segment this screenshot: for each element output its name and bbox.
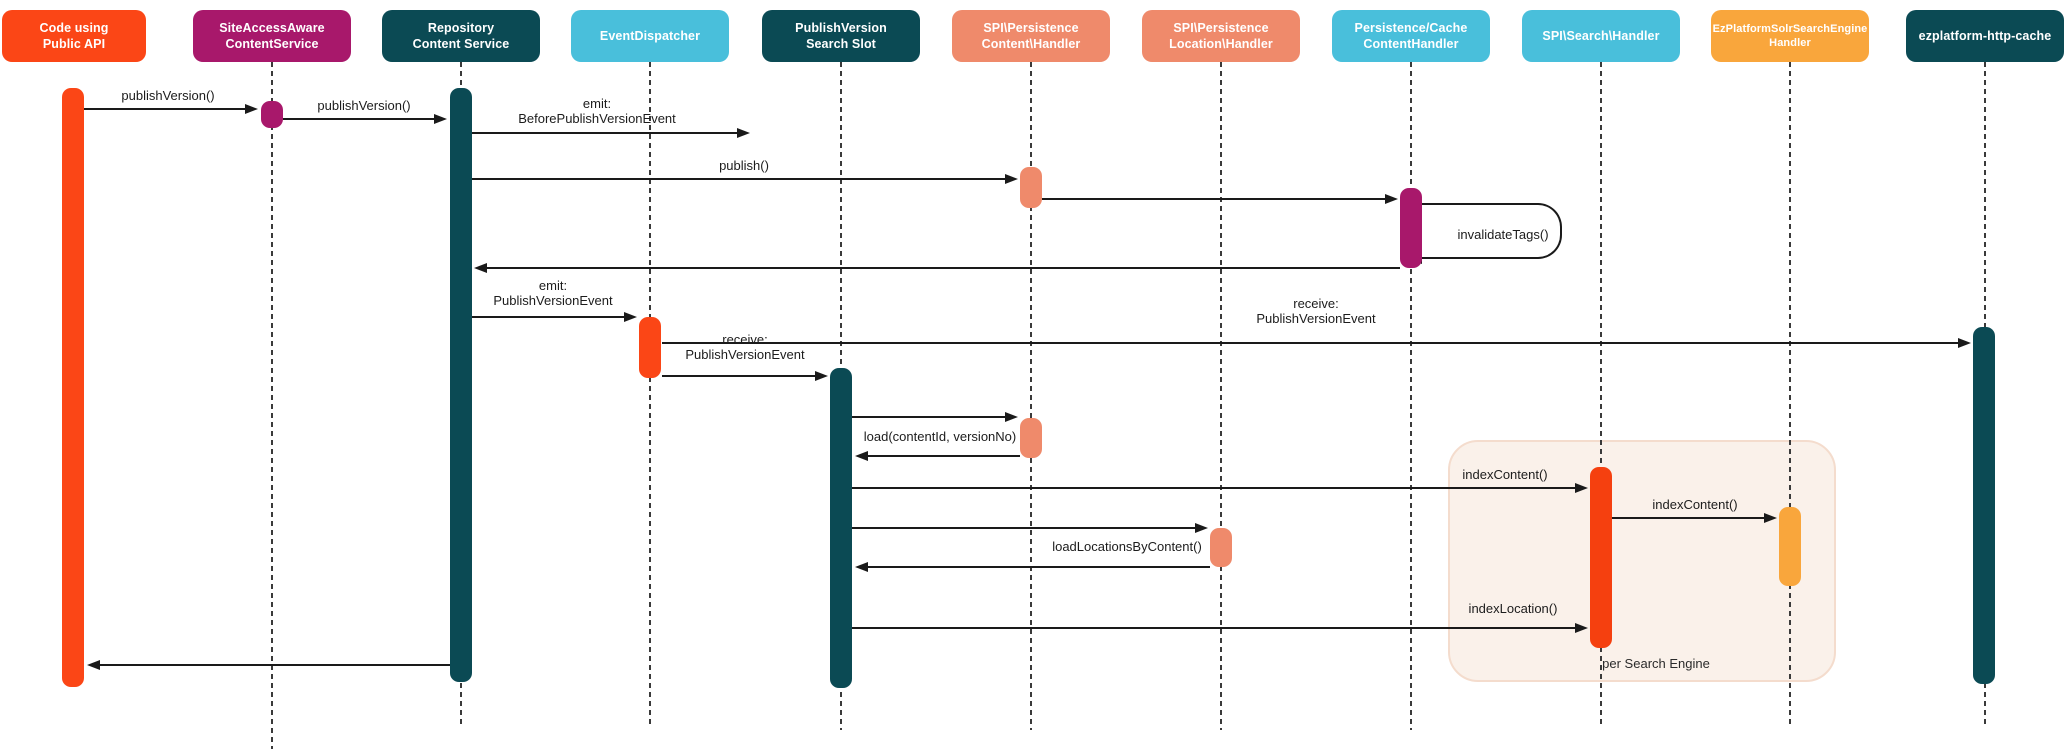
message-label-line: PublishVersionEvent: [685, 347, 805, 362]
frame-per-search-engine-label: per Search Engine: [1602, 656, 1710, 671]
arrow-index-content-1: [852, 483, 1588, 493]
arrow-emit-before-publish-version-event: [472, 128, 750, 138]
message-label-load-locations-by-content: loadLocationsByContent(): [1052, 539, 1202, 554]
activation-spi-content-handler-publish: [1020, 167, 1042, 208]
activation-ezplatform-solr-search-engine-handler: [1779, 507, 1801, 586]
arrow-load-locations-by-content: [852, 523, 1208, 533]
activation-event-dispatcher: [639, 317, 661, 378]
frame-per-search-engine: [1448, 440, 1836, 682]
participant-code-using-public-api: Code using Public API: [2, 10, 146, 62]
participant-label: ezplatform-http-cache: [1918, 28, 2052, 43]
participant-label: ContentService: [225, 37, 319, 51]
lifeline-spi-persistence-location-handler: [1220, 62, 1222, 730]
participant-label: SPI\Search\Handler: [1542, 28, 1660, 43]
message-label-publish: publish(): [719, 158, 769, 173]
message-label-invalidate-tags: invalidateTags(): [1457, 227, 1549, 242]
participant-label: Persistence/Cache: [1354, 20, 1468, 35]
participant-ezplatform-http-cache: ezplatform-http-cache: [1906, 10, 2064, 62]
activation-spi-content-handler-load: [1020, 418, 1042, 458]
message-label-index-location: indexLocation(): [1468, 601, 1558, 616]
participant-label: PublishVersion: [795, 20, 887, 35]
arrow-publish-version-2: [283, 114, 447, 124]
activation-repository-content-service: [450, 88, 472, 682]
participant-ezplatform-solr-search-engine-handler: EzPlatformSolrSearchEngine Handler: [1711, 10, 1869, 62]
participant-label: Code using: [39, 20, 109, 35]
participant-label: Public API: [42, 37, 106, 51]
participant-label: Location\Handler: [1169, 37, 1273, 51]
activation-publishversion-search-slot: [830, 368, 852, 688]
activation-persistence-cache-contenthandler: [1400, 188, 1422, 268]
message-label-emit-publish-version-event: emit: PublishVersionEvent: [493, 278, 612, 308]
arrow-publish: [472, 174, 1018, 184]
message-label-line: emit:: [538, 278, 568, 293]
lifeline-spi-persistence-content-handler: [1030, 62, 1032, 730]
participant-label: SPI\Persistence: [983, 20, 1079, 35]
arrow-index-location: [852, 623, 1588, 633]
activation-spi-search-handler: [1590, 467, 1612, 648]
participant-spi-persistence-location-handler: SPI\Persistence Location\Handler: [1142, 10, 1300, 62]
participant-repository-content-service: Repository Content Service: [382, 10, 540, 62]
arrow-load-locations-return: [855, 562, 1210, 572]
arrow-publish-version-1: [84, 104, 258, 114]
activation-siteaccessaware-contentservice: [261, 101, 283, 128]
message-label-publish-version-1: publishVersion(): [121, 88, 215, 103]
participant-persistence-cache-contenthandler: Persistence/Cache ContentHandler: [1332, 10, 1490, 62]
message-label-line: emit:: [582, 96, 612, 111]
participant-label: SPI\Persistence: [1173, 20, 1269, 35]
arrow-return-to-caller: [87, 660, 450, 670]
arrow-receive-publish-version-event-search-slot: [662, 371, 828, 381]
participant-label: Repository: [427, 20, 495, 35]
participant-label: EzPlatformSolrSearchEngine: [1712, 22, 1868, 35]
message-label-line: BeforePublishVersionEvent: [518, 111, 676, 126]
message-label-line: receive:: [1293, 296, 1339, 311]
participant-label: SiteAccessAware: [219, 20, 325, 35]
message-label-load-content: load(contentId, versionNo): [863, 429, 1017, 444]
message-label-line: PublishVersionEvent: [1256, 311, 1376, 326]
lifeline-siteaccessaware-contentservice: [271, 62, 273, 749]
activation-spi-location-handler: [1210, 528, 1232, 567]
participant-label: Content Service: [412, 37, 510, 51]
message-label-receive-publish-version-event-http-cache: receive: PublishVersionEvent: [1256, 296, 1375, 326]
participant-spi-persistence-content-handler: SPI\Persistence Content\Handler: [952, 10, 1110, 62]
arrow-index-content-2: [1612, 513, 1777, 523]
arrow-emit-publish-version-event: [472, 312, 637, 322]
lifeline-event-dispatcher: [649, 62, 651, 728]
message-label-index-content-1: indexContent(): [1462, 467, 1548, 482]
participant-label: ContentHandler: [1363, 37, 1459, 51]
participant-spi-search-handler: SPI\Search\Handler: [1522, 10, 1680, 62]
arrow-publish-to-persistence-cache: [1042, 194, 1398, 204]
message-label-line: PublishVersionEvent: [493, 293, 613, 308]
message-label-line: receive:: [722, 332, 768, 347]
arrow-load-content-return: [855, 451, 1020, 461]
message-label-index-content-2: indexContent(): [1652, 497, 1738, 512]
lifeline-spi-search-handler: [1600, 62, 1602, 727]
participant-event-dispatcher: EventDispatcher: [571, 10, 729, 62]
activation-ezplatform-http-cache: [1973, 327, 1995, 684]
arrow-load-content: [852, 412, 1018, 422]
participant-label: Search Slot: [806, 37, 876, 51]
participant-siteaccessaware-contentservice: SiteAccessAware ContentService: [193, 10, 351, 62]
lifeline-ezplatform-solr-search-engine-handler: [1789, 62, 1791, 727]
arrow-receive-publish-version-event-http-cache: [662, 338, 1971, 348]
activation-code-using-public-api: [62, 88, 84, 687]
participant-publishversion-search-slot: PublishVersion Search Slot: [762, 10, 920, 62]
message-label-receive-publish-version-event-search-slot: receive: PublishVersionEvent: [685, 332, 804, 362]
message-label-emit-before-publish-version-event: emit: BeforePublishVersionEvent: [518, 96, 676, 126]
participant-label: Handler: [1769, 37, 1811, 49]
arrow-return-to-repository: [474, 263, 1400, 273]
participant-label: EventDispatcher: [599, 28, 701, 43]
participant-label: Content\Handler: [981, 37, 1081, 51]
lifeline-persistence-cache-contenthandler: [1410, 62, 1412, 730]
message-label-publish-version-2: publishVersion(): [317, 98, 411, 113]
